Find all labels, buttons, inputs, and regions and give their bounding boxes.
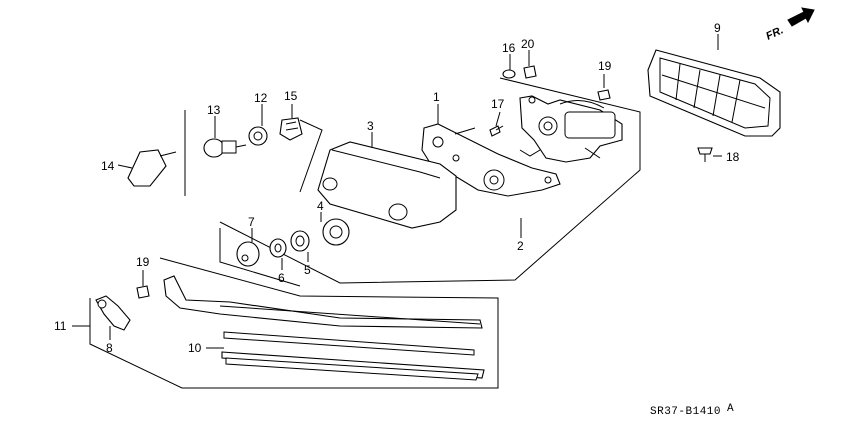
drawing-revision: A <box>727 403 734 415</box>
nut-part-16 <box>502 69 516 79</box>
clip-part-18 <box>697 147 713 162</box>
callout-7: 7 <box>248 215 255 229</box>
callout-9: 9 <box>714 21 721 35</box>
bushing-part-15 <box>279 117 303 141</box>
callout-11: 11 <box>54 319 67 333</box>
callout-5: 5 <box>304 263 311 277</box>
cap-part-13 <box>203 138 247 158</box>
nut-part-19-upper <box>597 89 611 101</box>
callout-18: 18 <box>726 150 740 164</box>
callout-10: 10 <box>188 341 202 355</box>
callout-20: 20 <box>521 37 535 51</box>
callout-15: 15 <box>284 89 298 103</box>
callout-8: 8 <box>106 341 113 355</box>
washer-part-12 <box>248 126 268 146</box>
knob-part-14 <box>127 149 177 187</box>
grommet-part-4 <box>322 218 350 246</box>
wiper-motor-part <box>519 95 623 163</box>
leader-lines <box>72 34 722 349</box>
callout-17: 17 <box>491 97 505 111</box>
cap-part-7 <box>236 241 260 267</box>
callout-14: 14 <box>101 159 115 173</box>
motor-cover-part <box>317 141 457 229</box>
group-outline-motor <box>219 77 641 284</box>
nut-part-19-lower <box>136 285 150 299</box>
front-direction-arrow: FR. <box>764 7 815 43</box>
callout-12: 12 <box>254 91 268 105</box>
callout-19-upper: 19 <box>598 59 612 73</box>
callout-3: 3 <box>367 119 374 133</box>
cover-trim-part <box>647 49 781 137</box>
drawing-code: SR37-B1410 <box>650 406 721 418</box>
group-outline-arm <box>89 257 499 389</box>
wiper-arm-part <box>163 275 483 329</box>
group-outline-grommet <box>219 228 301 287</box>
callout-numbers: 1 2 3 4 5 6 7 8 9 10 11 12 13 14 15 16 1… <box>54 21 740 355</box>
screw-part-17 <box>489 125 504 137</box>
callout-19-lower: 19 <box>136 255 150 269</box>
cap-nut-part-20 <box>523 65 537 79</box>
arm-base-part-8 <box>95 295 131 331</box>
group-outline-cover <box>299 119 323 193</box>
callout-13: 13 <box>207 103 221 117</box>
callout-6: 6 <box>278 271 285 285</box>
callout-4: 4 <box>317 199 324 213</box>
callout-1: 1 <box>433 90 440 104</box>
nut-part-5 <box>290 230 310 252</box>
front-direction-label: FR. <box>764 24 785 42</box>
washer-part-6 <box>269 238 287 258</box>
wiper-blade-part-10 <box>221 331 485 381</box>
callout-16: 16 <box>502 41 516 55</box>
callout-2: 2 <box>517 239 524 253</box>
